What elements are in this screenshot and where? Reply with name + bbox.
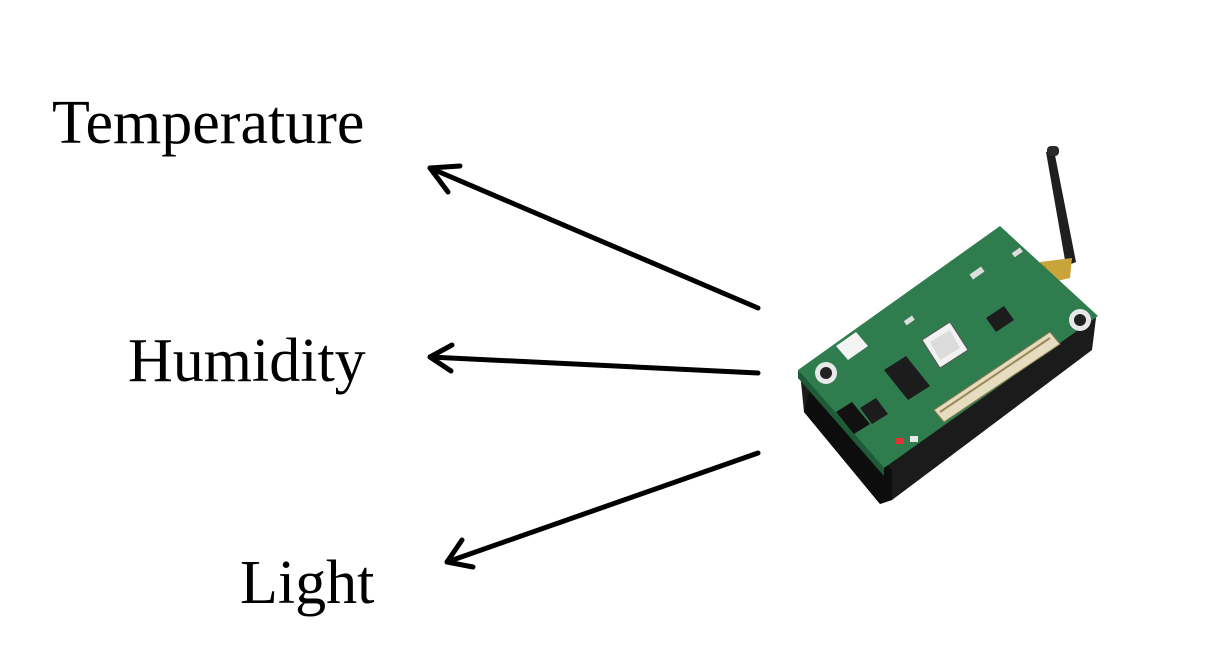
arrows bbox=[427, 163, 761, 570]
usb-port-icon bbox=[836, 332, 868, 360]
label-temperature: Temperature bbox=[52, 89, 365, 157]
arrow-humidity bbox=[427, 342, 761, 376]
label-light: Light bbox=[240, 549, 375, 617]
label-humidity: Humidity bbox=[128, 327, 366, 395]
arrowhead-icon bbox=[444, 537, 476, 570]
arrow-light bbox=[444, 450, 761, 570]
connector-header bbox=[933, 331, 1061, 423]
sensor-mote-icon bbox=[798, 146, 1098, 504]
arrow-temperature bbox=[427, 163, 761, 311]
arrowhead-icon bbox=[427, 342, 455, 374]
arrowhead-icon bbox=[427, 163, 463, 195]
